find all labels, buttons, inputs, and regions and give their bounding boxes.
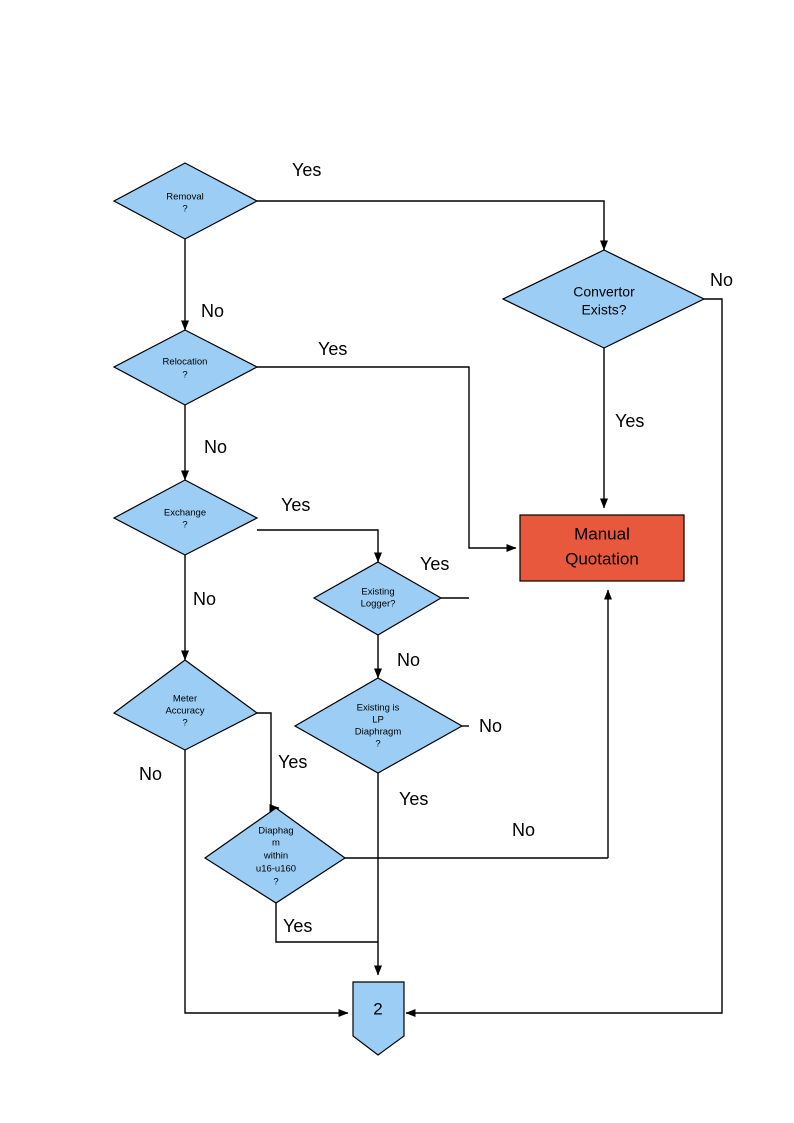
node-removal[interactable]: Removal ? [112, 162, 259, 240]
node-convertor-exists[interactable]: Convertor Exists? [501, 249, 706, 349]
node-relocation-line-0: Relocation [163, 357, 208, 368]
node-exchange-line-0: Exchange [164, 508, 206, 519]
node-connector-2-label: 2 [373, 999, 382, 1018]
edge-label-meteracc-no: No [139, 764, 162, 784]
node-removal-line-1: ? [182, 204, 187, 215]
node-diaphagm-line-1: m [272, 838, 280, 849]
edge-label-convertor-yes: Yes [615, 411, 644, 431]
edge-label-bottom-no: No [512, 820, 535, 840]
edge-label-meteracc-yes: Yes [278, 752, 307, 772]
node-convertor-line-0: Convertor [573, 284, 635, 300]
edge-label-convertor-no: No [710, 270, 733, 290]
edge-relocation-yes [257, 366, 517, 552]
edge-label-exlp-yes: Yes [399, 789, 428, 809]
edge-label-exlogger-no: No [397, 650, 420, 670]
node-relocation[interactable]: Relocation ? [112, 329, 259, 406]
node-relocation-line-1: ? [182, 370, 187, 381]
edge-label-exlp-no: No [479, 716, 502, 736]
edge-label-relocation-yes: Yes [318, 339, 347, 359]
node-removal-line-0: Removal [166, 192, 204, 203]
node-exchange-line-1: ? [182, 520, 187, 531]
node-diaphagm-line-2: within [263, 851, 288, 862]
edge-removal-yes [257, 200, 608, 251]
edge-meteracc-no [184, 750, 349, 1017]
edge-label-exchange-no: No [193, 589, 216, 609]
edge-meteracc-yes [257, 712, 280, 812]
node-meter-accuracy-line-2: ? [182, 718, 187, 729]
node-exchange[interactable]: Exchange ? [112, 479, 259, 556]
node-manual-quotation-line-1: Quotation [565, 549, 639, 568]
edge-convertor-no [405, 298, 723, 1017]
node-meter-accuracy[interactable]: Meter Accuracy ? [112, 659, 259, 751]
edge-label-relocation-no: No [204, 437, 227, 457]
edge-exchange-yes [257, 529, 382, 563]
edge-label-exchange-yes: Yes [281, 495, 310, 515]
node-exlp-line-3: ? [375, 739, 380, 750]
node-existing-logger-line-0: Existing [361, 587, 394, 598]
edge-label-diaphagm-yes: Yes [283, 916, 312, 936]
node-exlp-line-1: LP [372, 715, 384, 726]
edge-diaphagm-yes [275, 903, 378, 943]
node-convertor-line-1: Exists? [581, 302, 626, 318]
node-exlp-line-2: Diaphragm [355, 727, 402, 738]
node-existing-is-lp-diaphragm[interactable]: Existing is LP Diaphragm ? [293, 677, 464, 774]
node-exlp-line-0: Existing is [357, 703, 400, 714]
node-diaphagm-line-0: Diaphag [258, 826, 293, 837]
node-existing-logger[interactable]: Existing Logger? [312, 561, 443, 636]
edge-label-removal-yes: Yes [292, 160, 321, 180]
edge-label-removal-no: No [201, 301, 224, 321]
node-diaphagm-within[interactable]: Diaphag m within u16-u160 ? [203, 807, 347, 904]
node-diaphagm-line-4: ? [273, 877, 278, 888]
node-diaphagm-line-3: u16-u160 [256, 864, 296, 875]
node-connector-2[interactable]: 2 [352, 981, 405, 1056]
edge-label-exlogger-yes: Yes [420, 554, 449, 574]
node-meter-accuracy-line-1: Accuracy [165, 706, 204, 717]
node-manual-quotation-line-0: Manual [574, 524, 630, 543]
node-meter-accuracy-line-0: Meter [173, 694, 197, 705]
node-existing-logger-line-1: Logger? [361, 599, 396, 610]
node-manual-quotation[interactable]: Manual Quotation [519, 514, 685, 582]
